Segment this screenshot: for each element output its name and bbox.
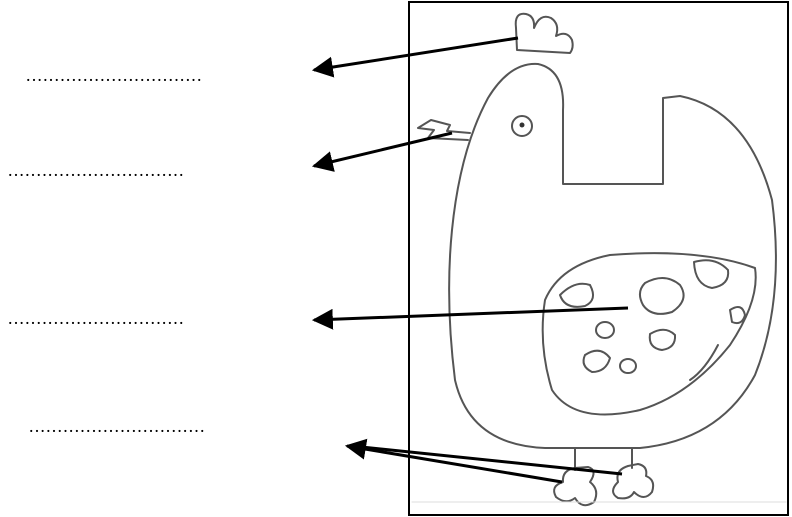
body-outline [448,62,777,449]
answer-blank-comb[interactable]: ............................... [26,65,203,85]
answer-blank-wing[interactable]: ............................... [8,308,185,328]
wing-shape [541,252,757,416]
foot-left [553,466,598,507]
arrow-foot-left [344,438,563,484]
arrow-comb [311,36,519,78]
arrow-wing [311,306,629,330]
beak-shape [417,119,471,141]
arrow-beak [311,131,453,172]
arrow-foot-right [351,444,623,476]
comb-shape [514,12,574,54]
foot-right [612,463,655,500]
answer-blank-feet[interactable]: ............................... [29,416,206,436]
label-arrows [311,36,629,484]
answer-blank-beak[interactable]: ............................... [8,160,185,180]
hen-icon [411,12,787,507]
eye-icon [511,115,533,137]
